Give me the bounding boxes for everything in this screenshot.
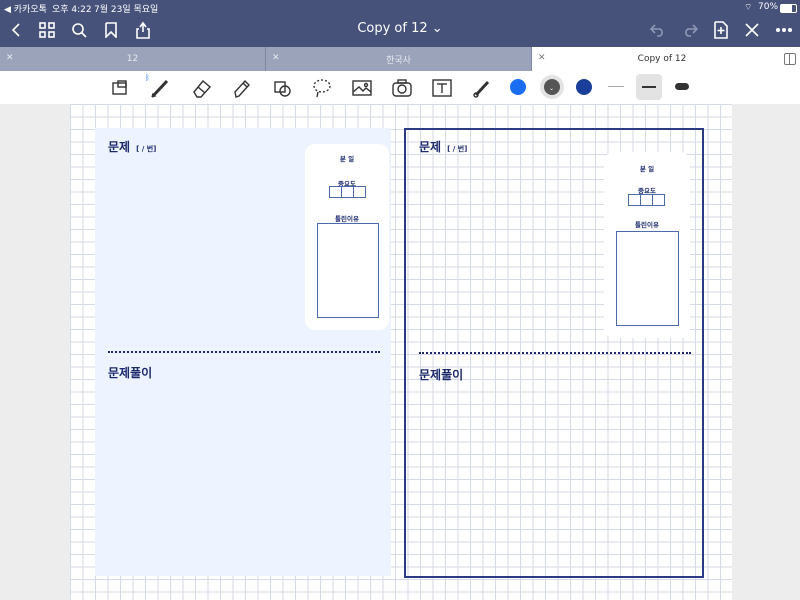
document-title[interactable]: Copy of 12 ⌄	[357, 21, 443, 36]
search-icon[interactable]	[67, 18, 91, 42]
laser-pointer-icon[interactable]	[469, 75, 495, 101]
split-view-icon[interactable]	[784, 53, 796, 65]
wrong-reason-label: 틀린이유	[335, 215, 359, 223]
tab-12[interactable]: ✕ 12	[0, 47, 266, 71]
tab-label: 한국사	[386, 55, 411, 66]
wrong-reason-box	[317, 223, 379, 318]
stroke-medium-option[interactable]	[636, 74, 662, 100]
more-options-icon[interactable]	[772, 18, 796, 42]
image-icon[interactable]	[349, 75, 375, 101]
side-panel: 분 일 중요도 틀린이유	[604, 152, 690, 338]
importance-boxes	[329, 186, 366, 198]
close-tab-icon[interactable]: ✕	[272, 53, 280, 63]
zoom-window-icon[interactable]	[107, 75, 133, 101]
status-date: 7월 23일 목요일	[94, 5, 159, 15]
note-card-left: 문제 [ / 번] 분 일 중요도 틀린이유 문제풀이	[95, 128, 391, 576]
bookmark-icon[interactable]	[99, 18, 123, 42]
pen-icon[interactable]	[147, 75, 173, 101]
tab-copy-of-12[interactable]: ✕ Copy of 12	[532, 47, 800, 71]
wrong-reason-label: 틀린이유	[635, 221, 659, 229]
drawing-toolbar: ᛒ ⌄	[0, 71, 800, 105]
problem-label: 문제	[419, 140, 442, 154]
eraser-icon[interactable]	[189, 75, 215, 101]
text-tool-icon[interactable]	[429, 75, 455, 101]
importance-boxes	[628, 194, 665, 206]
divider-dotted	[419, 352, 691, 354]
color-swatch-blue[interactable]	[510, 79, 526, 95]
tab-korean-history[interactable]: ✕ 한국사	[266, 47, 532, 71]
share-icon[interactable]	[131, 18, 155, 42]
close-tab-icon[interactable]: ✕	[6, 53, 14, 63]
add-page-icon[interactable]	[709, 18, 733, 42]
problem-heading: 문제 [ / 번]	[419, 138, 467, 155]
stroke-thin-option[interactable]	[608, 86, 624, 87]
lasso-icon[interactable]	[309, 75, 335, 101]
battery-percent: 70%	[758, 2, 779, 12]
side-panel: 분 일 중요도 틀린이유	[305, 144, 389, 330]
solution-heading: 문제풀이	[419, 368, 464, 382]
close-tab-icon[interactable]: ✕	[538, 53, 546, 63]
chevron-down-icon: ⌄	[549, 85, 555, 92]
divider-dotted	[108, 351, 380, 353]
redo-icon[interactable]	[678, 18, 702, 42]
bluetooth-icon: ᛒ	[145, 73, 150, 82]
importance-label: 중요도	[338, 180, 356, 188]
tab-label: 12	[126, 54, 139, 64]
problem-heading: 문제 [ / 번]	[108, 138, 156, 155]
importance-label: 중요도	[638, 187, 656, 195]
document-canvas[interactable]: 문제 [ / 번] 분 일 중요도 틀린이유 문제풀이 문제 [ / 번] 분 일 …	[0, 104, 800, 600]
status-time: 오후 4:22	[52, 5, 92, 15]
back-to-app-link[interactable]: ◀ 카카오톡	[4, 5, 47, 15]
color-swatch-gray[interactable]	[544, 79, 560, 95]
note-card-right: 문제 [ / 번] 분 일 중요도 틀린이유 문제풀이	[404, 128, 704, 578]
page-grid[interactable]: 문제 [ / 번] 분 일 중요도 틀린이유 문제풀이 문제 [ / 번] 분 일 …	[70, 104, 732, 600]
problem-number-field: [ / 번]	[447, 145, 468, 153]
problem-label: 문제	[108, 140, 131, 154]
back-chevron-icon[interactable]	[4, 18, 28, 42]
wrong-reason-box	[616, 231, 679, 326]
solution-heading: 문제풀이	[108, 366, 153, 380]
date-label: 분 일	[339, 155, 355, 163]
title-bar: ◀ 카카오톡 오후 4:22 7월 23일 목요일 ⌔ 70% Copy of …	[0, 0, 800, 47]
undo-icon[interactable]	[646, 18, 670, 42]
stroke-thick-option[interactable]	[675, 83, 689, 90]
grid-view-icon[interactable]	[35, 18, 59, 42]
shapes-icon[interactable]	[269, 75, 295, 101]
close-tools-icon[interactable]	[740, 18, 764, 42]
color-swatch-navy[interactable]	[576, 79, 592, 95]
camera-icon[interactable]	[389, 75, 415, 101]
tab-label: Copy of 12	[637, 54, 687, 64]
highlighter-icon[interactable]	[229, 75, 255, 101]
date-label: 분 일	[639, 165, 655, 173]
tab-bar: ✕ 12 ✕ 한국사 ✕ Copy of 12	[0, 47, 800, 71]
problem-number-field: [ / 번]	[136, 145, 157, 153]
wifi-icon: ⌔	[744, 3, 753, 13]
battery-icon	[780, 4, 797, 13]
